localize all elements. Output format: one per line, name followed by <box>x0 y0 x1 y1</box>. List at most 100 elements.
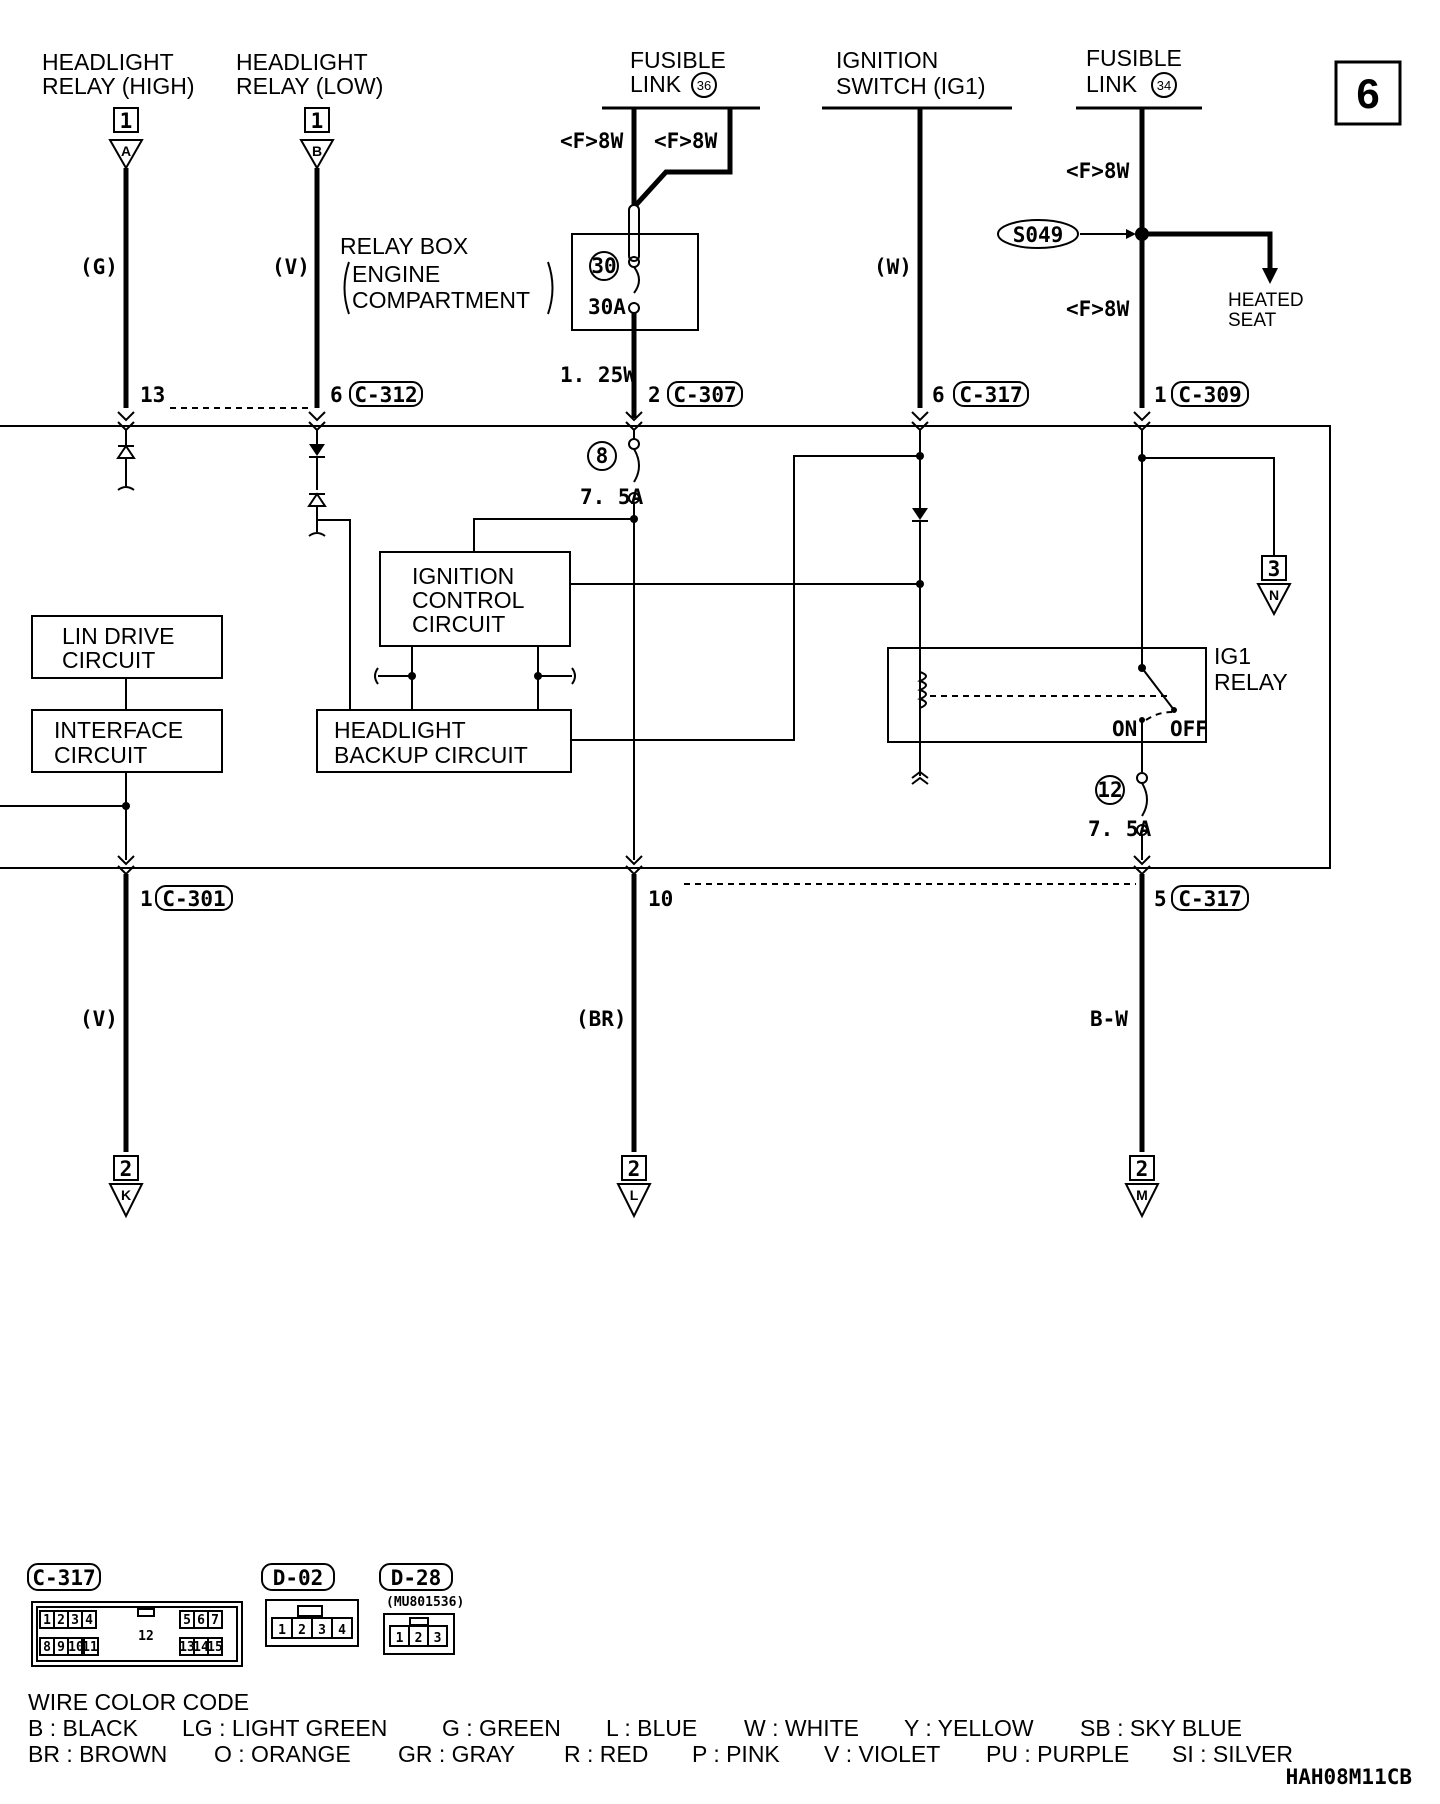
connector-a-number-box <box>113 107 139 133</box>
connector-b-arrow <box>299 139 335 171</box>
d28-view-latch <box>409 1617 429 1626</box>
c317-view-latch <box>137 1608 155 1617</box>
interface-label-1: INTERFACE <box>54 717 183 743</box>
pin-5: 5 <box>1154 887 1167 911</box>
fusible-36-label-1: FUSIBLE <box>630 47 726 73</box>
relay-box-paren-right <box>547 261 554 315</box>
c317-pin-6: 6 <box>197 1613 205 1628</box>
connector-a-arrow <box>108 139 144 171</box>
ignition-control-label-1: IGNITION <box>412 563 514 589</box>
fusible-34-number: 34 <box>1157 78 1171 93</box>
wire-label-bw: B-W <box>1090 1007 1128 1031</box>
connector-m-number-box <box>1129 1155 1155 1181</box>
c317-pin-7-cell <box>207 1610 223 1629</box>
fuse8-circle <box>587 441 617 471</box>
d02-view-label: D-02 <box>273 1566 324 1590</box>
c317-view-center-pin: 12 <box>138 1629 154 1644</box>
wire-color-entry: GR : GRAY <box>398 1741 515 1767</box>
splice-s049-id: S049 <box>1013 223 1064 247</box>
wire-igctrl-break-left <box>374 667 379 685</box>
d28-pin-2: 2 <box>415 1631 423 1646</box>
fusible-34-label-2: LINK <box>1086 71 1138 97</box>
d28-pin-3-cell <box>427 1625 448 1647</box>
pin-6b: 6 <box>932 383 945 407</box>
c317-pin-5: 5 <box>183 1613 191 1628</box>
connector-n-arrow <box>1256 583 1292 617</box>
d28-pin-3: 3 <box>434 1631 442 1646</box>
c301-box <box>155 885 233 911</box>
ig1-relay-off: OFF <box>1170 717 1208 741</box>
connector-k-arrow <box>108 1183 144 1219</box>
fusible-36-number: 36 <box>697 78 711 93</box>
wire-label-br: (BR) <box>576 1007 627 1031</box>
fuse12-number: 12 <box>1097 778 1122 802</box>
wire-color-entry: Y : YELLOW <box>904 1715 1034 1741</box>
wire-color-code-title: WIRE COLOR CODE <box>28 1689 249 1715</box>
d28-pin-1: 1 <box>396 1631 404 1646</box>
wire-label-v-bottom: (V) <box>80 1007 118 1031</box>
c317-pin-11: 11 <box>82 1640 98 1655</box>
c317b-label: C-317 <box>1178 887 1241 911</box>
interface-label-2: CIRCUIT <box>54 742 147 768</box>
c317-pin-15-cell <box>207 1637 223 1656</box>
heated-seat-label-1: HEATED <box>1228 290 1304 311</box>
c317-pin-1: 1 <box>43 1613 51 1628</box>
ignition-control-circuit <box>379 551 571 647</box>
c317-pin-7: 7 <box>211 1613 219 1628</box>
fuse30-number: 30 <box>591 254 616 278</box>
c317-view-label: C-317 <box>32 1566 95 1590</box>
pin-1-top: 1 <box>1154 383 1167 407</box>
c301-label: C-301 <box>162 887 225 911</box>
page-number: 6 <box>1356 70 1379 117</box>
fuse30-terminal-bottom <box>628 302 640 314</box>
d02-view-outer <box>265 1599 359 1647</box>
connector-b-number: 1 <box>311 109 324 133</box>
c317-view-inner <box>36 1606 238 1662</box>
ignition-control-label-2: CONTROL <box>412 587 525 613</box>
connector-m-arrow <box>1124 1183 1160 1219</box>
wire-color-entry: B : BLACK <box>28 1715 139 1741</box>
fuse30-amp: 30A <box>588 295 626 319</box>
d28-view-label: D-28 <box>391 1566 442 1590</box>
c312-label: C-312 <box>354 383 417 407</box>
ig1-relay-label-2: RELAY <box>1214 669 1288 695</box>
d02-view-latch <box>297 1605 323 1617</box>
relay-box-label-2: ENGINE <box>352 261 440 287</box>
c312-box <box>349 381 423 407</box>
c317-pin-3: 3 <box>71 1613 79 1628</box>
fusible-link-element <box>628 204 640 262</box>
headlight-low-label-1: HEADLIGHT <box>236 49 368 75</box>
d02-view-label-box <box>261 1563 335 1591</box>
c317-pin-13: 13 <box>179 1640 195 1655</box>
d02-pin-2: 2 <box>298 1623 306 1638</box>
fuse12-terminal-top <box>1136 772 1148 784</box>
fusible-34-label-1: FUSIBLE <box>1086 45 1182 71</box>
fuse12-amp: 7. 5A <box>1088 817 1152 841</box>
fuse30-circle <box>589 251 619 281</box>
ig1-relay-box <box>887 647 1207 743</box>
wire-backup-to-ignsw <box>571 455 920 741</box>
d28-view-part: (MU801536) <box>386 1595 464 1610</box>
d28-view-outer <box>383 1613 455 1655</box>
wire-color-entry: O : ORANGE <box>214 1741 351 1767</box>
ig1-relay-on: ON <box>1112 717 1137 741</box>
wire-label-125w: 1. 25W <box>560 363 636 387</box>
c317-pin-11-cell <box>81 1637 99 1656</box>
connector-k-number: 2 <box>120 1157 133 1181</box>
wire-to-n <box>1142 457 1275 556</box>
c309-label: C-309 <box>1178 383 1241 407</box>
ignition-control-label-3: CIRCUIT <box>412 611 505 637</box>
wire-label-f8w-1: <F>8W <box>560 129 624 153</box>
pin-10: 10 <box>648 887 673 911</box>
headlight-low-label-2: RELAY (LOW) <box>236 73 383 99</box>
wire-label-f8w-4: <F>8W <box>1066 297 1130 321</box>
wire-color-entry: G : GREEN <box>442 1715 561 1741</box>
page-number-box <box>1334 60 1402 126</box>
wire-color-entry: L : BLUE <box>606 1715 697 1741</box>
wire-color-entry: R : RED <box>564 1741 648 1767</box>
module-outline <box>0 425 1331 869</box>
